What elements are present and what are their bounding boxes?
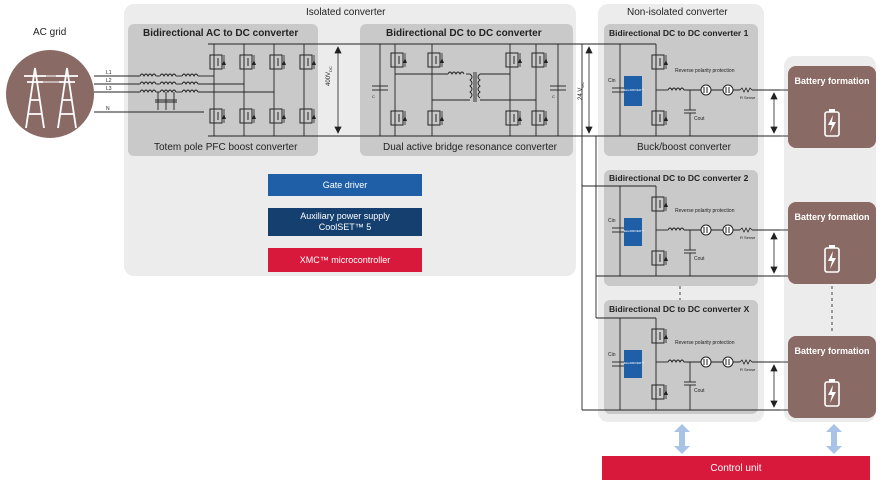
- bidirectional-arrow-icon: [674, 424, 842, 454]
- reverse-polarity-label: Reverse polarity protection: [675, 68, 735, 74]
- battery-formation-2: Battery formation: [788, 202, 876, 284]
- cout-label: Cout: [694, 116, 705, 122]
- battery-formation-3: Battery formation: [788, 336, 876, 418]
- chip-label: EiceDRIVER™: [624, 361, 645, 365]
- ac-grid-label: AC grid: [33, 27, 67, 38]
- svg-text:N: N: [106, 106, 110, 112]
- chip-label: EiceDRIVER™: [624, 88, 645, 92]
- dc-dc-converter-block: [360, 24, 573, 156]
- non-isolated-converter-title: Non-isolated converter: [627, 7, 728, 18]
- control-unit-bar: Control unit: [602, 456, 870, 480]
- dc-dc-converter-title: Bidirectional DC to DC converter: [386, 28, 542, 39]
- power-tower-icon: [24, 67, 78, 129]
- battery-label: Battery formation: [794, 346, 870, 356]
- ac-dc-converter-block: [128, 24, 318, 156]
- ac-dc-converter-subtitle: Totem pole PFC boost converter: [154, 142, 298, 153]
- converter-1-subtitle: Buck/boost converter: [637, 142, 731, 153]
- svg-text:L2: L2: [106, 78, 112, 84]
- reverse-polarity-label: Reverse polarity protection: [675, 340, 735, 346]
- battery-label: Battery formation: [794, 212, 870, 222]
- rsense-label: R Sense: [740, 95, 756, 100]
- line-label: L1: [106, 70, 112, 76]
- svg-text:C: C: [552, 94, 555, 99]
- xmc-microcontroller-bar: XMC™ microcontroller: [268, 248, 422, 272]
- cout-label: Cout: [694, 256, 705, 262]
- battery-label: Battery formation: [794, 76, 870, 86]
- isolated-converter-title: Isolated converter: [306, 7, 386, 18]
- battery-formation-1: Battery formation: [788, 66, 876, 148]
- converter-2-title: Bidirectional DC to DC converter 2: [609, 173, 749, 183]
- svg-text:L3: L3: [106, 86, 112, 92]
- reverse-polarity-label: Reverse polarity protection: [675, 208, 735, 214]
- cin-label: Cin: [608, 78, 616, 84]
- converter-1-title: Bidirectional DC to DC converter 1: [609, 28, 749, 38]
- gate-driver-bar: Gate driver: [268, 174, 422, 196]
- ac-dc-converter-title: Bidirectional AC to DC converter: [143, 28, 299, 39]
- cout-label: Cout: [694, 388, 705, 394]
- rsense-label: R Sense: [740, 235, 756, 240]
- chip-label: EiceDRIVER™: [624, 229, 645, 233]
- cin-label: Cin: [608, 352, 616, 358]
- rsense-label: R Sense: [740, 367, 756, 372]
- svg-text:C: C: [372, 94, 375, 99]
- converter-x-title: Bidirectional DC to DC converter X: [609, 304, 750, 314]
- cin-label: Cin: [608, 218, 616, 224]
- dc-dc-converter-subtitle: Dual active bridge resonance converter: [383, 142, 557, 153]
